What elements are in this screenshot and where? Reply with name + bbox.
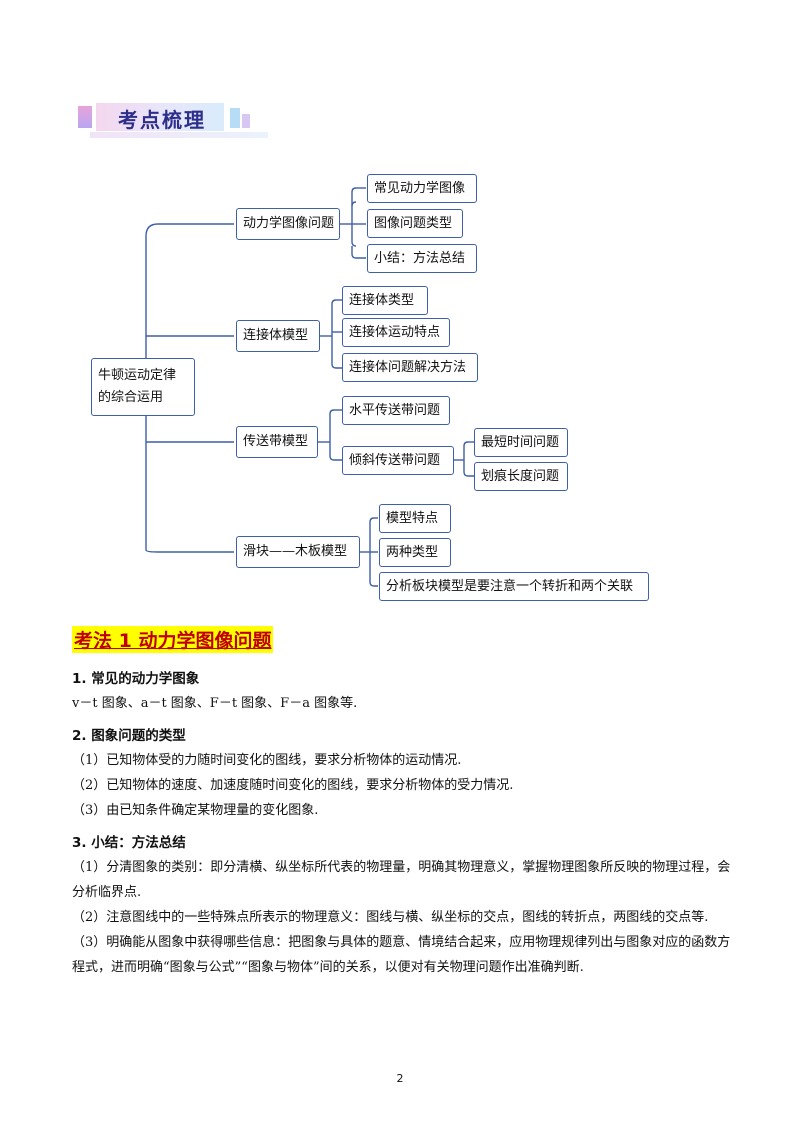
subsection-title: 1. 常见的动力学图象 <box>72 671 200 687</box>
leaf-node: 连接体类型 <box>342 286 428 315</box>
leaf-node: 划痕长度问题 <box>474 462 568 491</box>
leaf-node: 水平传送带问题 <box>342 396 450 425</box>
leaf-node: 最短时间问题 <box>474 428 568 457</box>
branch-node-slider-board: 滑块——木板模型 <box>236 536 360 568</box>
leaf-node: 连接体运动特点 <box>342 318 450 347</box>
branch-node-conveyor-belt: 传送带模型 <box>236 426 318 458</box>
banner-right-square-1 <box>230 108 240 128</box>
banner-bar <box>96 103 224 131</box>
leaf-node: 模型特点 <box>379 504 451 533</box>
mind-map-connectors <box>145 187 474 587</box>
leaf-node: 分析板块模型是要注意一个转折和两个关联 <box>379 572 649 601</box>
page-number: 2 <box>396 1072 404 1085</box>
banner-right-square-2 <box>242 114 250 128</box>
paragraph: （1）分清图象的类别：即分清横、纵坐标所代表的物理量，明确其物理意义，掌握物理图… <box>72 860 731 900</box>
paragraph: （2）已知物体的速度、加速度随时间变化的图线，要求分析物体的受力情况. <box>72 778 514 793</box>
leaf-node: 两种类型 <box>379 538 451 567</box>
banner-left-square <box>78 106 92 128</box>
subsection-title: 3. 小结：方法总结 <box>72 835 186 851</box>
leaf-node: 连接体问题解决方法 <box>342 353 478 382</box>
connector-root-b1 <box>145 223 234 360</box>
leaf-node: 常见动力学图像 <box>367 174 477 203</box>
branch-node-dynamics-graphs: 动力学图像问题 <box>236 208 340 240</box>
paragraph: v－t 图象、a－t 图象、F－t 图象、F－a 图象等. <box>72 696 358 711</box>
branch-node-connected-bodies: 连接体模型 <box>236 320 320 352</box>
leaf-node: 倾斜传送带问题 <box>342 446 454 475</box>
section-banner: 考点梳理 <box>78 100 268 138</box>
paragraph: （3）明确能从图象中获得哪些信息：把图象与具体的题意、情境结合起来，应用物理规律… <box>72 935 731 975</box>
banner-title: 考点梳理 <box>118 108 206 132</box>
leaf-node: 小结：方法总结 <box>367 244 477 273</box>
paragraph: （3）由已知条件确定某物理量的变化图象. <box>72 803 319 818</box>
paragraph: （2）注意图线中的一些特殊点所表示的物理意义：图线与横、纵坐标的交点，图线的转折… <box>72 910 709 925</box>
root-node: 牛顿运动定律 的综合运用 <box>91 358 195 416</box>
subsection-title: 2. 图象问题的类型 <box>72 728 186 744</box>
connector-root-b4 <box>145 360 234 553</box>
method-heading: 考法 1 动力学图像问题 <box>72 626 274 653</box>
content: 考法 1 动力学图像问题 1. 常见的动力学图象 v－t 图象、a－t 图象、F… <box>72 626 732 980</box>
banner-shadow <box>90 132 268 138</box>
paragraph: （1）已知物体受的力随时间变化的图线，要求分析物体的运动情况. <box>72 753 462 768</box>
mind-map: 牛顿运动定律 的综合运用 动力学图像问题 常见动力学图像 图像问题类型 小结：方… <box>91 174 649 601</box>
leaf-node: 图像问题类型 <box>367 209 463 238</box>
